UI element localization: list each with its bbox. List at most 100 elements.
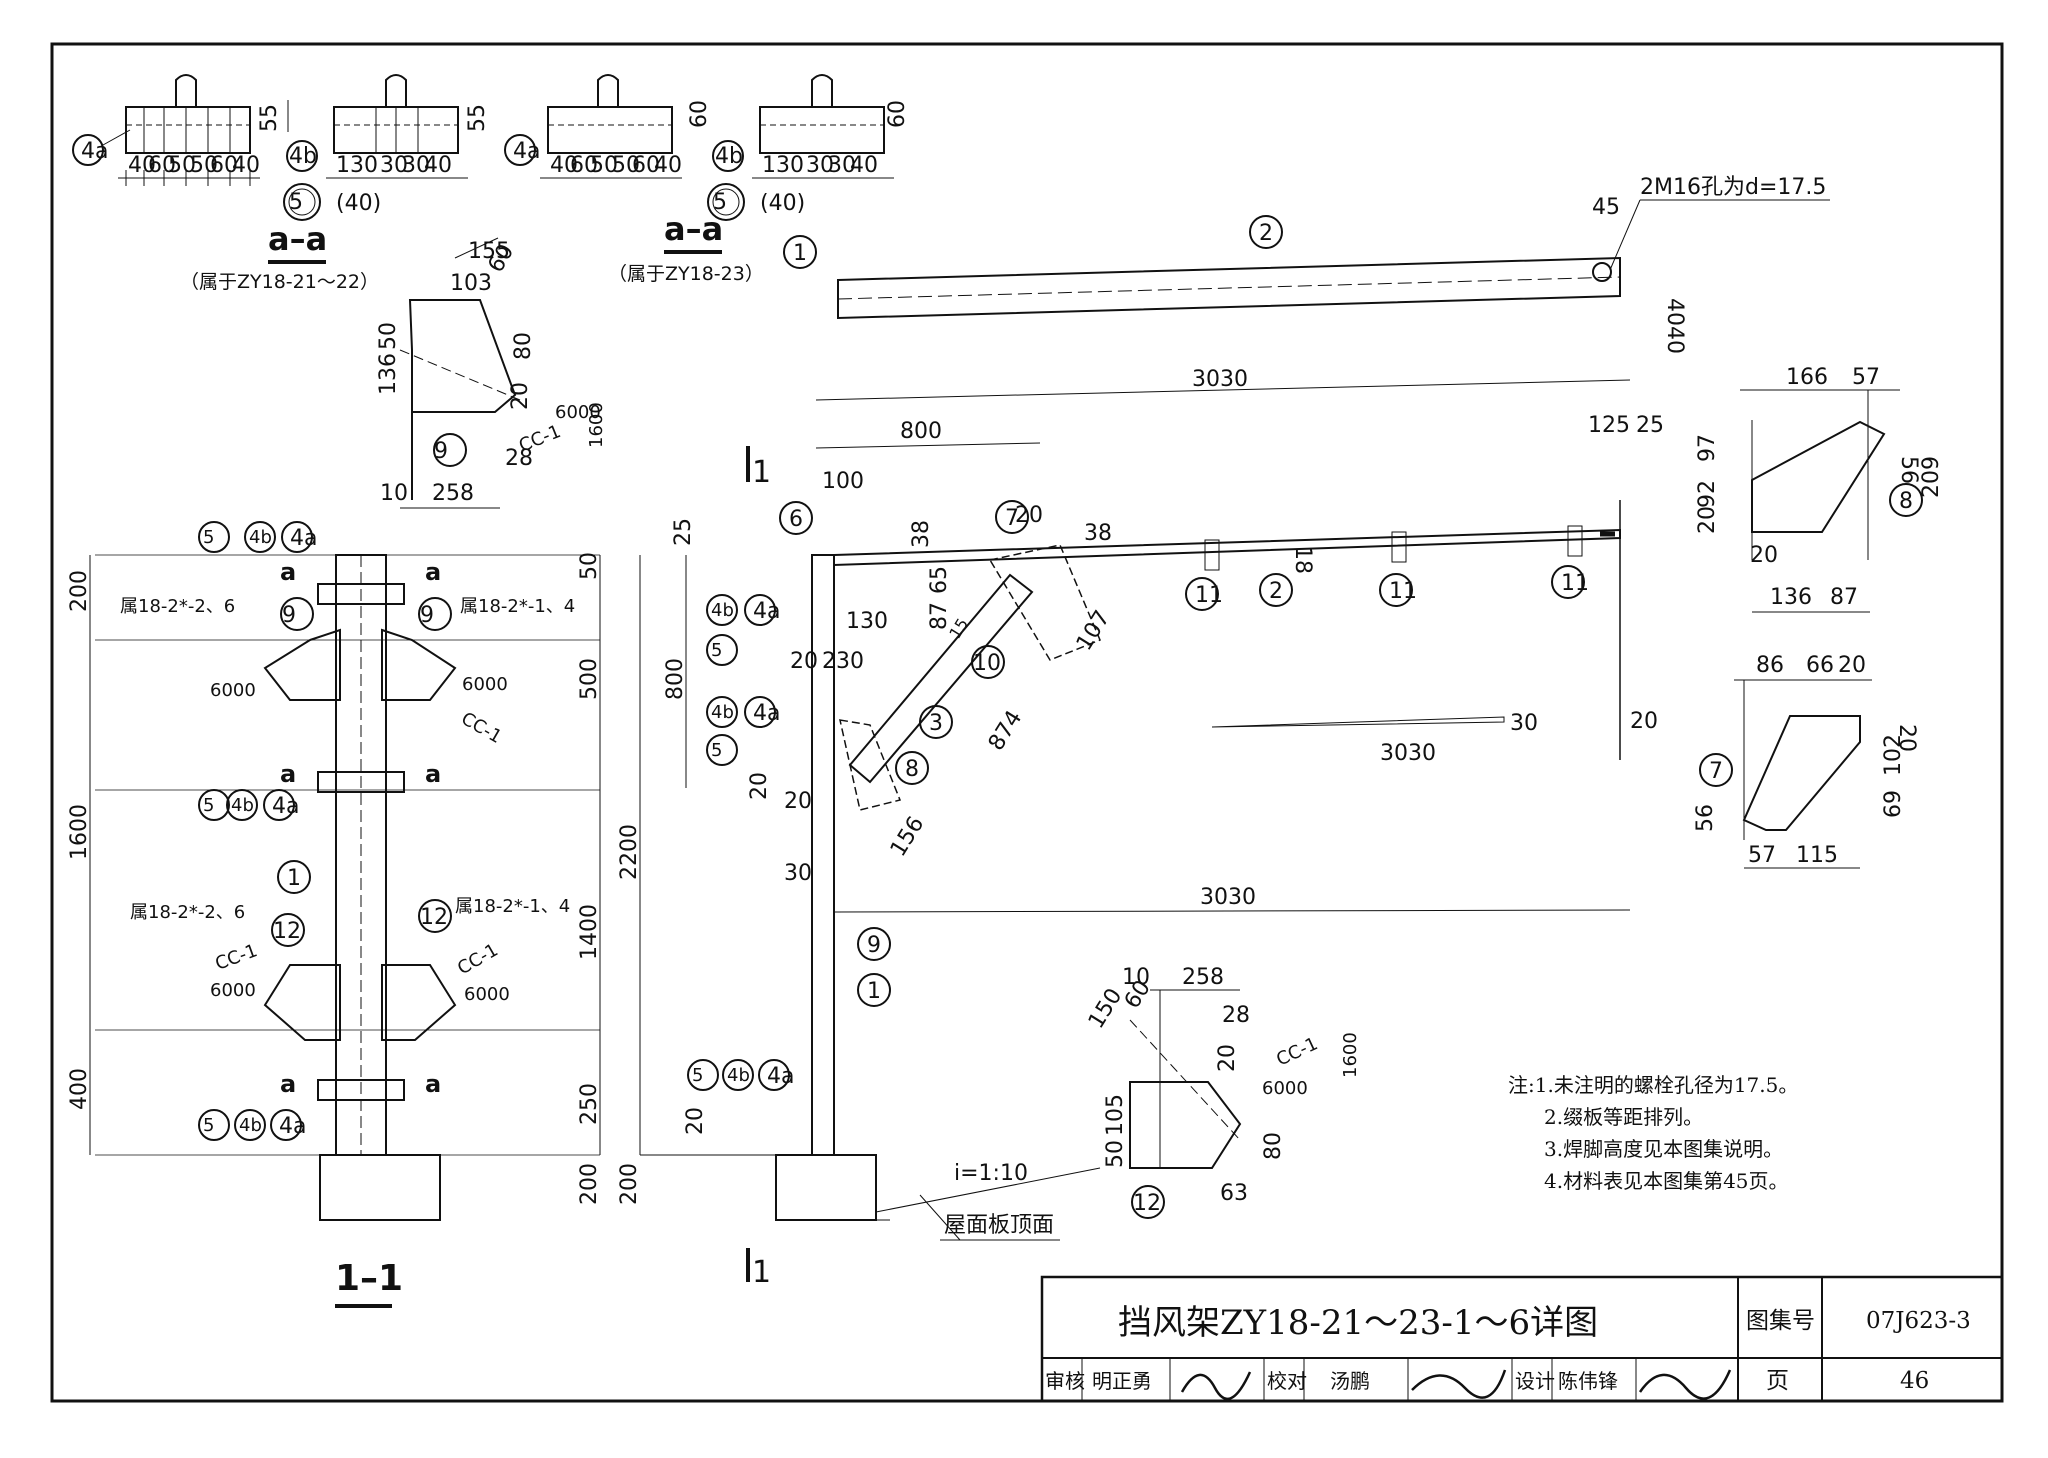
s11-4-c: 4a bbox=[279, 1114, 306, 1139]
main-callout-3: 3 bbox=[929, 711, 943, 736]
s11-dim-1600: 1600 bbox=[67, 804, 92, 860]
dim-25b: 25 bbox=[671, 518, 696, 546]
review-label: 审核 bbox=[1045, 1369, 1085, 1393]
aa2-b-1: 30 bbox=[806, 153, 834, 178]
aa1-b-3: 40 bbox=[424, 153, 452, 178]
s11-4a-a: 4b bbox=[249, 527, 272, 548]
p11-10: 10 bbox=[380, 481, 408, 506]
page-no: 46 bbox=[1900, 1368, 1929, 1394]
design-label: 设计 bbox=[1515, 1369, 1555, 1393]
main-callout-9a: 11 bbox=[1195, 583, 1223, 608]
s11-cc-a: CC-1 bbox=[458, 708, 506, 748]
main-callout-5: 6 bbox=[789, 507, 803, 532]
aa2-b-0: 130 bbox=[762, 153, 804, 178]
dim-3030-mid: 3030 bbox=[1380, 741, 1436, 766]
main-callout-9c: 11 bbox=[1561, 571, 1589, 596]
aa1-paren40: (40) bbox=[336, 191, 381, 216]
p12-28: 28 bbox=[1222, 1003, 1250, 1028]
aa2-dim-2: 50 bbox=[590, 153, 618, 178]
p12-258: 258 bbox=[1182, 965, 1224, 990]
note-1: 注:1.未注明的螺栓孔径为17.5。 bbox=[1508, 1073, 1798, 1097]
p12-6000: 6000 bbox=[1262, 1078, 1308, 1099]
aa2-b-3: 40 bbox=[850, 153, 878, 178]
section-aa-1: 40 60 50 50 60 40 55 4a 130 30 30 40 55 … bbox=[72, 74, 490, 293]
aa2-belongs: （属于ZY18-23） bbox=[608, 263, 764, 285]
s11-dim-200b: 200 bbox=[577, 1163, 602, 1205]
dim-100: 100 bbox=[822, 469, 864, 494]
dim-3030-top: 3030 bbox=[1192, 367, 1248, 392]
aa1-callout-4b: 5 bbox=[289, 190, 303, 215]
aa2-h2: 60 bbox=[885, 100, 910, 128]
s11-1: 1 bbox=[287, 866, 301, 891]
section-aa-2: 40 60 50 50 60 40 60 4a 130 30 30 40 60 … bbox=[504, 74, 910, 285]
main-4b-b: 5 bbox=[711, 740, 722, 761]
p11-80: 80 bbox=[511, 332, 536, 360]
s11-11-a: 9 bbox=[282, 603, 296, 628]
s11-4a-b: 4b bbox=[231, 795, 254, 816]
p7-20: 20 bbox=[1695, 506, 1720, 534]
p12-1600: 1600 bbox=[1340, 1032, 1361, 1078]
aa2-title: a–a bbox=[664, 210, 723, 248]
main-callout-9b: 11 bbox=[1389, 579, 1417, 604]
p11-callout-11: 9 bbox=[434, 439, 448, 464]
dim-38b: 38 bbox=[909, 520, 934, 548]
p11-50: 50 bbox=[376, 322, 401, 350]
title-text: 挡风架ZY18-21～23-1～6详图 bbox=[1118, 1303, 1598, 1343]
s11-4-b: 4a bbox=[272, 794, 299, 819]
s11-4-a: 4a bbox=[290, 526, 317, 551]
dim-65: 65 bbox=[927, 566, 952, 594]
p7-209: 209 bbox=[1919, 456, 1944, 498]
note-2: 2.缀板等距排列。 bbox=[1544, 1105, 1703, 1129]
p6-57: 57 bbox=[1748, 843, 1776, 868]
p12-150: 150 bbox=[1084, 984, 1127, 1033]
p11-1600: 1600 bbox=[586, 402, 607, 448]
cut-mark-bottom: 1 bbox=[752, 1255, 771, 1290]
p6-102: 102 bbox=[1881, 734, 1906, 776]
atlas-no: 07J623-3 bbox=[1866, 1308, 1971, 1334]
s11-12-a: 12 bbox=[273, 919, 301, 944]
dim-25a: 25 bbox=[1636, 413, 1664, 438]
p7-56: 56 bbox=[1896, 456, 1921, 484]
dim-20d: 20 bbox=[747, 772, 772, 800]
s11-12-b: 12 bbox=[420, 905, 448, 930]
aa1-dim-5: 40 bbox=[232, 153, 260, 178]
dim-45: 45 bbox=[1592, 195, 1620, 220]
aa2-callout-4a: 4b bbox=[715, 144, 743, 169]
plate-6-detail: 86 66 20 102 69 20 56 57 115 7 bbox=[1693, 653, 1919, 869]
designer: 陈伟锋 bbox=[1558, 1369, 1618, 1393]
s11-a-3: a bbox=[280, 760, 296, 788]
main-4-b: 4a bbox=[753, 701, 780, 726]
dim-20: 20 bbox=[1015, 503, 1043, 528]
p7-136: 136 bbox=[1770, 585, 1812, 610]
s11-a-6: a bbox=[425, 1070, 441, 1098]
p7-87: 87 bbox=[1830, 585, 1858, 610]
s11-a-5: a bbox=[280, 1070, 296, 1098]
main-callout-1-top: 1 bbox=[793, 241, 807, 266]
s11-dim-50: 50 bbox=[577, 552, 602, 580]
checker-signature bbox=[1411, 1369, 1507, 1399]
p11-28: 28 bbox=[505, 446, 533, 471]
dim-4040: 4040 bbox=[1662, 298, 1687, 354]
p11-258: 258 bbox=[432, 481, 474, 506]
aa2-dim-0: 40 bbox=[550, 153, 578, 178]
lbl-roof-top: 屋面板顶面 bbox=[944, 1213, 1054, 1238]
lbl-slope: i=1:10 bbox=[954, 1161, 1028, 1186]
aa2-dim-5: 40 bbox=[654, 153, 682, 178]
lbl-bolt-hole: 2M16孔为d=17.5 bbox=[1640, 175, 1826, 200]
dim-800-v: 800 bbox=[663, 658, 688, 700]
main-callout-2-top: 2 bbox=[1259, 221, 1273, 246]
s11-dim-250: 250 bbox=[577, 1083, 602, 1125]
p6-115: 115 bbox=[1796, 843, 1838, 868]
dim-3030-bot: 3030 bbox=[1200, 885, 1256, 910]
aa1-callout-4a: 4b bbox=[289, 144, 317, 169]
p12-callout: 12 bbox=[1133, 1191, 1161, 1216]
dim-230: 230 bbox=[822, 649, 864, 674]
designer-signature bbox=[1638, 1369, 1732, 1400]
aa2-callout-4: 4a bbox=[513, 139, 540, 164]
dim-125: 125 bbox=[1588, 413, 1630, 438]
p7-20b: 20 bbox=[1750, 543, 1778, 568]
p7-57: 57 bbox=[1852, 365, 1880, 390]
s11-dim-400: 400 bbox=[67, 1068, 92, 1110]
plate-12-detail: 10 258 150 60 28 20 105 50 80 63 6000 16… bbox=[1084, 965, 1361, 1219]
s11-dim-1400: 1400 bbox=[577, 904, 602, 960]
